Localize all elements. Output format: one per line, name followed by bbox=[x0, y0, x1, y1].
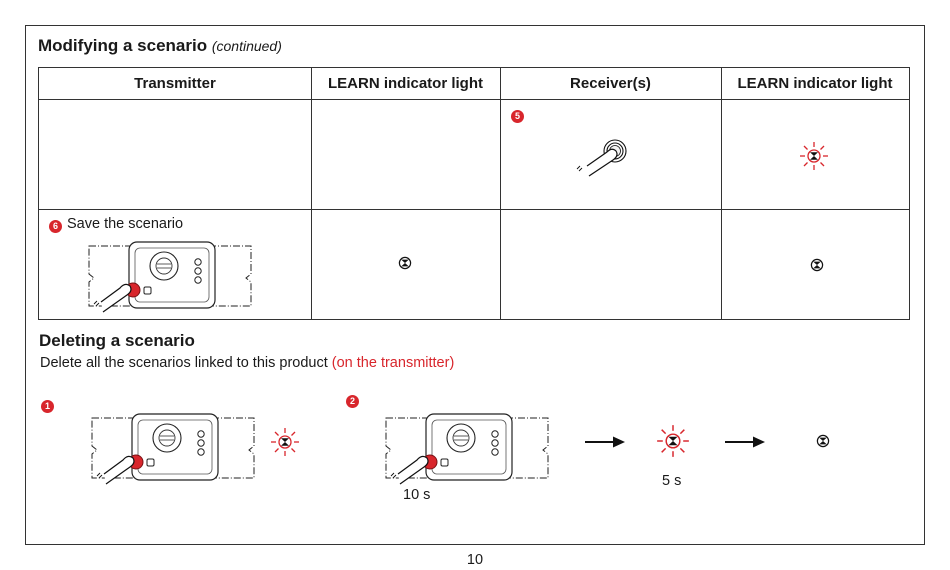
finger-press-icon bbox=[573, 138, 633, 178]
led-blinking-icon bbox=[656, 424, 690, 458]
step-5-badge: 5 bbox=[511, 110, 524, 123]
step-6-badge: 6 bbox=[49, 220, 62, 233]
led-blinking-icon bbox=[270, 427, 300, 457]
arrow-right-icon bbox=[585, 436, 625, 448]
transmitter-module-icon bbox=[88, 410, 258, 485]
transmitter-module-icon bbox=[382, 410, 552, 485]
page-frame bbox=[25, 25, 925, 545]
header-transmitter: Transmitter bbox=[134, 75, 216, 92]
section-title-modifying: Modifying a scenario (continued) bbox=[38, 36, 282, 55]
header-learn-light-transmitter: LEARN indicator light bbox=[328, 75, 483, 92]
led-off-icon bbox=[816, 434, 830, 448]
blink-time-label: 5 s bbox=[662, 473, 682, 489]
save-scenario-text: Save the scenario bbox=[67, 216, 184, 232]
header-receivers: Receiver(s) bbox=[570, 75, 651, 92]
led-blinking-icon bbox=[799, 141, 829, 171]
arrow-right-icon bbox=[725, 436, 765, 448]
page-number: 10 bbox=[466, 552, 484, 568]
scenario-table: Transmitter LEARN indicator light Receiv… bbox=[38, 67, 910, 320]
delete-description: Delete all the scenarios linked to this … bbox=[40, 355, 455, 371]
transmitter-module-icon bbox=[85, 238, 255, 313]
step-1-badge: 1 bbox=[41, 400, 54, 413]
step-2-badge: 2 bbox=[346, 395, 359, 408]
section-title-deleting: Deleting a scenario bbox=[39, 331, 195, 350]
hold-time-label: 10 s bbox=[403, 487, 431, 503]
led-off-icon bbox=[398, 256, 412, 270]
led-off-icon bbox=[810, 258, 824, 272]
header-learn-light-receiver: LEARN indicator light bbox=[737, 75, 893, 92]
